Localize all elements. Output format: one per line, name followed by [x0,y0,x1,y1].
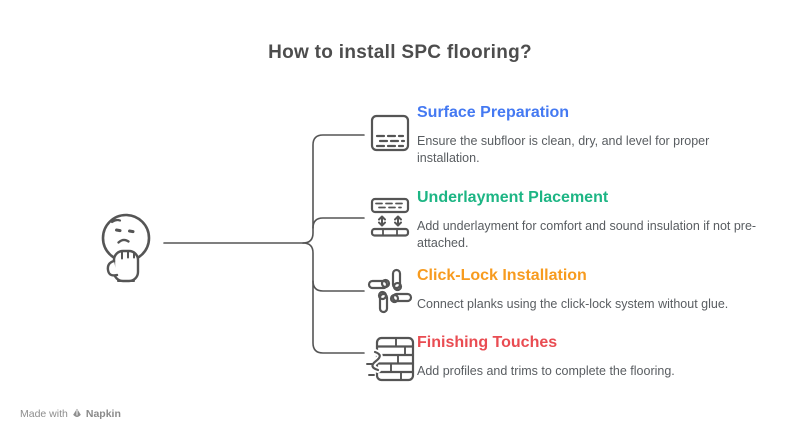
page-title: How to install SPC flooring? [268,42,532,63]
step-title: Surface Preparation [417,104,570,121]
napkin-logo-icon [73,408,81,417]
watermark: Made with Napkin [20,408,121,420]
finishing-planks-icon [366,336,415,382]
step-finishing-touches: Finishing Touches Add profiles and trims… [366,333,769,382]
step-description: Ensure the subfloor is clean, dry, and l… [417,134,710,166]
step-text: Underlayment Placement Add underlayment … [417,188,769,252]
watermark-brand: Napkin [85,408,121,420]
thinking-face-icon [101,213,151,283]
step-description: Add underlayment for comfort and sound i… [417,219,757,251]
watermark-text: Made with [20,408,68,420]
underlayment-layers-icon [370,197,410,237]
subfloor-panel-icon [370,114,410,152]
step-text: Click-Lock Installation Connect planks u… [417,266,769,313]
step-title: Finishing Touches [417,334,558,351]
step-underlayment-placement: Underlayment Placement Add underlayment … [368,188,769,252]
step-description: Add profiles and trims to complete the f… [417,364,675,379]
step-text: Finishing Touches Add profiles and trims… [417,333,769,380]
step-description: Connect planks using the click-lock syst… [417,297,729,312]
connector-lines [163,134,365,354]
step-title: Underlayment Placement [417,189,609,206]
step-click-lock-installation: Click-Lock Installation Connect planks u… [367,266,769,314]
click-lock-icon [367,268,413,314]
step-text: Surface Preparation Ensure the subfloor … [417,103,769,167]
step-surface-preparation: Surface Preparation Ensure the subfloor … [368,103,769,167]
step-title: Click-Lock Installation [417,267,587,284]
